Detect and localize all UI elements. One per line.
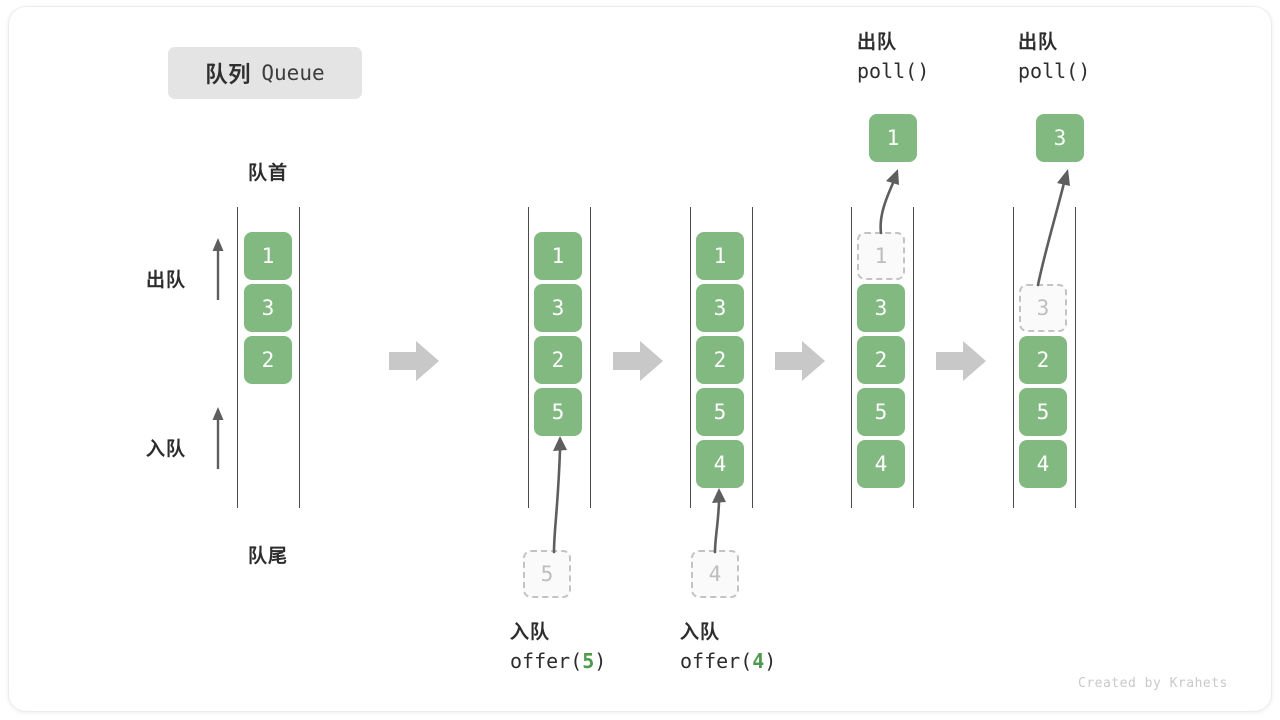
offer5-caption: 入队 offer(5) xyxy=(510,620,606,675)
offer4-fn: offer( xyxy=(680,648,753,673)
title-en: Queue xyxy=(261,61,325,85)
col2-enqueue-motion-arrow-icon xyxy=(552,436,567,554)
col3-cell-4: 4 xyxy=(696,440,744,488)
step-arrow-3-icon xyxy=(775,341,825,381)
offer4-arg: 4 xyxy=(752,648,765,673)
poll-1-cn: 出队 xyxy=(857,32,898,53)
col5-rail-right xyxy=(1075,207,1076,508)
poll-caption-1: 出队 poll() xyxy=(857,30,929,85)
col3-rail-right xyxy=(752,207,753,508)
col1-rail-left xyxy=(237,207,238,508)
col2-cell-0: 1 xyxy=(534,232,582,280)
dequeue-direction-label: 出队 xyxy=(146,270,187,291)
col4-rail-right xyxy=(913,207,914,508)
col3-rail-left xyxy=(690,207,691,508)
offer5-arg: 5 xyxy=(582,648,595,673)
col4-cell-2: 2 xyxy=(857,336,905,384)
col4-cell-1: 3 xyxy=(857,284,905,332)
enqueue-direction-arrow-icon xyxy=(212,407,224,469)
poll-1-code: poll() xyxy=(857,58,930,83)
col5-cell-0-ghost: 3 xyxy=(1019,284,1067,332)
poll-2-code: poll() xyxy=(1018,58,1091,83)
col1-cell-2: 2 xyxy=(244,336,292,384)
col5-cell-1: 2 xyxy=(1019,336,1067,384)
col3-cell-2: 2 xyxy=(696,336,744,384)
col1-rail-right xyxy=(299,207,300,508)
offer4-cn: 入队 xyxy=(680,622,721,643)
offer4-close: ) xyxy=(764,648,777,673)
queue-head-label: 队首 xyxy=(247,163,288,184)
col2-rail-left xyxy=(528,207,529,508)
col1-cell-1: 3 xyxy=(244,284,292,332)
col5-cell-3: 4 xyxy=(1019,440,1067,488)
col5-cell-2: 5 xyxy=(1019,388,1067,436)
col2-rail-right xyxy=(590,207,591,508)
col2-cell-1: 3 xyxy=(534,284,582,332)
offer5-cn: 入队 xyxy=(510,622,551,643)
col5-dequeue-motion-arrow-icon xyxy=(1036,169,1070,287)
col4-cell-4: 4 xyxy=(857,440,905,488)
col3-enqueue-motion-arrow-icon xyxy=(712,488,726,554)
col5-rail-left xyxy=(1013,207,1014,508)
offer5-fn: offer( xyxy=(510,648,583,673)
col2-incoming-ghost-cell: 5 xyxy=(523,550,571,598)
col4-rail-left xyxy=(851,207,852,508)
col4-popped-cell: 1 xyxy=(869,114,917,162)
col2-cell-3: 5 xyxy=(534,388,582,436)
step-arrow-4-icon xyxy=(936,341,986,381)
dequeue-direction-arrow-icon xyxy=(212,238,224,300)
queue-tail-label: 队尾 xyxy=(247,546,288,567)
offer5-code: offer(5) xyxy=(510,647,606,675)
col3-cell-3: 5 xyxy=(696,388,744,436)
offer4-caption: 入队 offer(4) xyxy=(680,620,776,675)
enqueue-direction-label: 入队 xyxy=(146,439,187,460)
poll-caption-2: 出队 poll() xyxy=(1018,30,1090,85)
step-arrow-2-icon xyxy=(613,341,663,381)
col2-cell-2: 2 xyxy=(534,336,582,384)
col3-cell-1: 3 xyxy=(696,284,744,332)
col3-incoming-ghost-cell: 4 xyxy=(691,550,739,598)
col1-cell-0: 1 xyxy=(244,232,292,280)
col4-cell-0-ghost: 1 xyxy=(857,232,905,280)
step-arrow-1-icon xyxy=(389,341,439,381)
offer4-code: offer(4) xyxy=(680,647,776,675)
offer5-close: ) xyxy=(594,648,607,673)
col3-cell-0: 1 xyxy=(696,232,744,280)
col5-popped-cell: 3 xyxy=(1036,114,1084,162)
col4-cell-3: 5 xyxy=(857,388,905,436)
credit-text: Created by Krahets xyxy=(1078,676,1228,691)
col4-dequeue-motion-arrow-icon xyxy=(879,169,899,235)
poll-2-cn: 出队 xyxy=(1018,32,1059,53)
title-badge: 队列 Queue xyxy=(168,47,362,99)
title-cn: 队列 xyxy=(205,62,252,87)
